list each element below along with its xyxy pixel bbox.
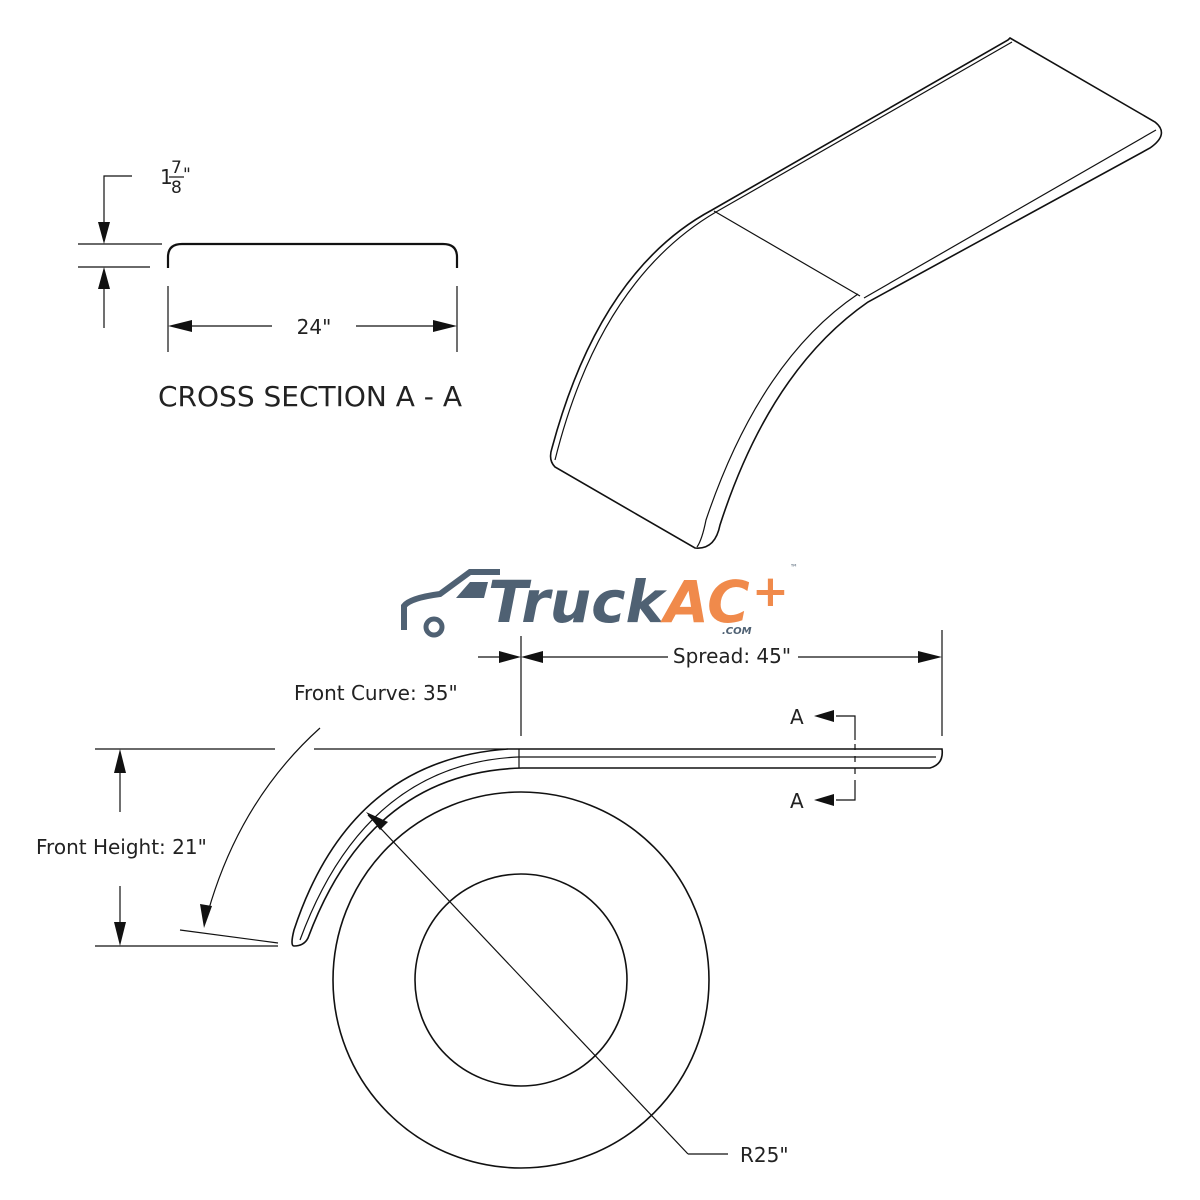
front-curve-arrow — [200, 904, 212, 928]
fender-side-profile — [291, 748, 944, 947]
logo-domain: .COM — [722, 626, 752, 637]
thickness-whole: 1 — [160, 165, 173, 189]
section-line-top — [836, 715, 856, 740]
truck-wheel — [423, 616, 445, 638]
cross-section-title: CROSS SECTION A - A — [158, 380, 462, 413]
spread-arrow-left-inner — [521, 651, 543, 663]
section-mark-top: A — [790, 705, 804, 729]
front-height-label: Front Height: 21" — [36, 835, 207, 859]
thickness-arrow-up — [98, 267, 110, 289]
width-arrow-right — [433, 320, 457, 332]
logo-plus: + — [752, 566, 789, 617]
radius-arrow — [366, 812, 388, 830]
cross-section-profile — [166, 242, 459, 268]
spread-arrow-right — [918, 651, 942, 663]
section-line-bottom — [836, 780, 856, 801]
width-arrow-left — [168, 320, 192, 332]
fender-side-inner-line — [299, 756, 936, 941]
truck-window — [456, 582, 488, 598]
spread-label: Spread: 45" — [673, 644, 791, 668]
thickness-arrow-down — [98, 222, 110, 244]
section-mark-bottom: A — [790, 789, 804, 813]
height-arrow-up — [114, 749, 126, 773]
fender-3d-view — [549, 36, 1163, 549]
fender-outline — [549, 36, 1163, 549]
wheel-rim — [414, 873, 628, 1087]
thickness-leader — [103, 175, 132, 226]
fender-top-edge — [715, 41, 1013, 213]
thickness-denominator: 8 — [171, 178, 182, 198]
section-arrow-bottom — [814, 794, 834, 806]
front-curve-tail — [179, 929, 279, 944]
radius-leader — [367, 814, 689, 1155]
fender-bend-line — [713, 210, 861, 297]
side-view: Spread: 45" A A Front Height: 21" Front … — [36, 630, 944, 1169]
truck-ac-logo: Truck AC + .COM ™ — [401, 563, 798, 638]
radius-label: R25" — [740, 1143, 789, 1167]
logo-trademark: ™ — [790, 563, 798, 572]
front-curve-leader — [207, 727, 321, 913]
spread-arrow-left-outer — [499, 651, 521, 663]
height-arrow-down — [114, 922, 126, 946]
thickness-numerator: 7 — [171, 158, 182, 178]
section-arrow-top — [814, 710, 834, 722]
fender-inner-edge-curve — [696, 293, 859, 548]
fender-side-edge — [863, 129, 1157, 299]
fender-front-inner-curve — [554, 211, 717, 461]
front-curve-label: Front Curve: 35" — [294, 681, 458, 705]
cross-section-view: 1 7 8 " 24" CROSS SECTION A - A — [78, 158, 462, 413]
width-label: 24" — [297, 315, 332, 339]
truck-silhouette — [401, 569, 500, 630]
thickness-unit: " — [183, 165, 191, 185]
logo-word-ac: AC — [660, 568, 750, 636]
tire-outer — [332, 791, 710, 1169]
logo-word-truck: Truck — [488, 568, 667, 636]
